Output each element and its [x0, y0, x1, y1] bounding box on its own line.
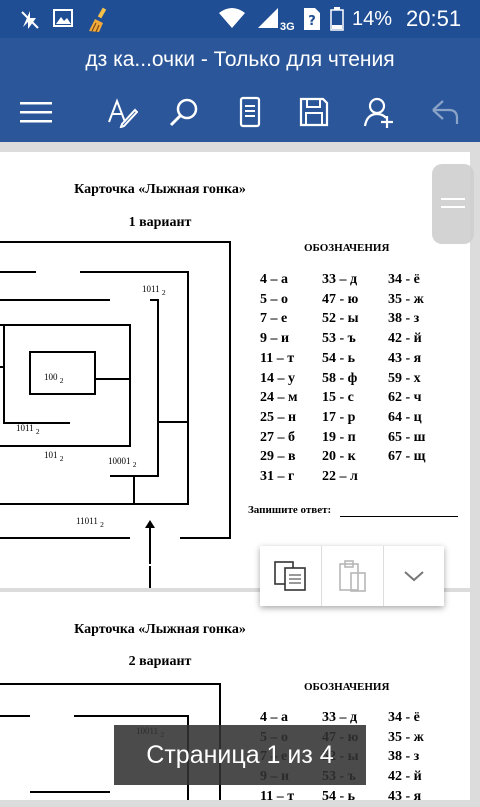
legend-entry: 24 – м — [260, 390, 298, 406]
image-icon — [52, 7, 74, 35]
wifi-icon — [218, 7, 246, 35]
copy-icon[interactable] — [260, 546, 320, 606]
legend-entry: 15 - с — [322, 390, 354, 406]
answer-line[interactable] — [340, 516, 458, 517]
maze-label-100: 100 2 — [44, 372, 64, 385]
legend-row: 11 – т 54 - ь 43 - я — [260, 349, 425, 369]
legend-entry: 53 - ъ — [322, 331, 356, 347]
legend-entry: 47 - ю — [322, 291, 359, 307]
flash-off-icon — [20, 7, 42, 37]
maze-label-10001: 10001 2 — [108, 456, 137, 469]
legend-row: 7 – е 52 - ы 38 - з — [260, 309, 425, 329]
legend-entry: 54 - ь — [322, 350, 356, 366]
legend-entry: 27 – б — [260, 429, 295, 445]
legend-row: 24 – м 15 - с 62 - ч — [260, 388, 425, 408]
document-title: дз ка...очки - Только для чтения — [85, 48, 395, 71]
legend-entry: 35 - ж — [388, 291, 424, 307]
legend-entry: 20 - к — [322, 449, 356, 465]
maze-label-11011: 11011 2 — [76, 516, 104, 529]
legend-row: 31 – г 22 – л — [260, 467, 425, 487]
legend-entry: 19 - п — [322, 429, 356, 445]
maze-diagram — [0, 241, 231, 588]
cleaner-broom-icon — [86, 7, 112, 39]
maze-label-1011-top: 1011 2 — [142, 284, 166, 297]
legend-entry: 58 - ф — [322, 370, 358, 386]
signal-icon — [256, 7, 280, 35]
chevron-down-icon[interactable] — [384, 546, 444, 606]
paste-icon[interactable] — [322, 546, 382, 606]
legend-entry: 11 – т — [260, 788, 295, 804]
legend-entry: 42 - й — [388, 769, 422, 785]
legend-entry: 17 - р — [322, 409, 356, 425]
legend-entry: 4 – а — [260, 710, 288, 725]
clock: 20:51 — [406, 6, 462, 31]
app-bar: дз ка...очки - Только для чтения — [0, 38, 480, 142]
legend-entry: 25 – н — [260, 409, 297, 425]
legend-entry: 64 - ц — [388, 409, 422, 425]
variant-label: 1 вариант — [128, 215, 192, 230]
card-title-2: Карточка «Лыжная гонка» — [74, 622, 246, 637]
legend-entry: 5 – о — [260, 291, 288, 307]
legend-entry: 34 - ё — [388, 710, 420, 725]
sim-unknown-icon: ? — [303, 7, 321, 37]
network-type: 3G — [280, 21, 295, 33]
legend-row: 9 – и 53 - ъ 42 - й — [260, 329, 425, 349]
legend-entry: 59 - х — [388, 370, 421, 386]
legend-entry: 7 – е — [260, 311, 288, 327]
legend-entry: 38 - з — [388, 311, 420, 327]
legend-entry: 33 – д — [322, 272, 358, 287]
save-icon[interactable] — [292, 90, 336, 134]
document-page-1: Карточка «Лыжная гонка» 1 вариант ОБОЗНА… — [0, 152, 470, 588]
battery-level: 14% — [352, 8, 393, 30]
page-indicator-toast: Страница 1 из 4 — [114, 725, 366, 785]
legend-entry: 43 - я — [388, 788, 422, 804]
legend-entry: 54 - ь — [322, 788, 356, 804]
legend-entry: 29 – в — [260, 449, 296, 465]
search-icon[interactable] — [162, 90, 206, 134]
legend-entry: 52 - ы — [322, 311, 359, 327]
menu-icon[interactable] — [14, 90, 58, 134]
edit-text-icon[interactable] — [100, 90, 144, 134]
legend-entry: 67 - щ — [388, 449, 426, 465]
legend-entry: 34 - ё — [388, 272, 420, 287]
legend-entry: 42 - й — [388, 331, 422, 347]
legend-row: 4 – а 33 – д 34 - ё — [260, 270, 425, 290]
legend-entry: 35 - ж — [388, 729, 424, 745]
mobile-view-icon[interactable] — [228, 90, 272, 134]
legend-row: 14 – у 58 - ф 59 - х — [260, 369, 425, 389]
undo-icon[interactable] — [422, 90, 466, 134]
legend-entry: 11 – т — [260, 350, 295, 366]
legend-row: 4 – а 33 – д 34 - ё — [260, 708, 424, 728]
answer-label: Запишите ответ: — [248, 504, 332, 516]
legend-entry: 4 – а — [260, 272, 288, 287]
legend-row: 25 – н 17 - р 64 - ц — [260, 408, 425, 428]
legend-entry: 31 – г — [260, 469, 295, 485]
legend-entry: 14 – у — [260, 370, 295, 386]
legend-entry: 9 – и — [260, 331, 290, 347]
maze-label-1011-left: 1011 2 — [16, 423, 40, 436]
legend-title: ОБОЗНАЧЕНИЯ — [304, 242, 390, 254]
legend-row: 27 – б 19 - п 65 - ш — [260, 428, 425, 448]
legend-row: 11 – т 54 - ь 43 - я — [260, 787, 424, 807]
card-title: Карточка «Лыжная гонка» — [74, 182, 246, 197]
maze-label-101: 101 2 — [44, 450, 64, 463]
legend-entry: 22 – л — [322, 469, 358, 485]
legend-entry: 62 - ч — [388, 390, 422, 406]
legend-entry: 43 - я — [388, 350, 422, 366]
share-user-icon[interactable] — [358, 90, 402, 134]
variant-label-2: 2 вариант — [128, 654, 192, 669]
legend-entry: 38 - з — [388, 749, 420, 765]
context-popup — [260, 546, 444, 606]
svg-text:?: ? — [308, 14, 316, 29]
battery-icon — [330, 7, 344, 37]
scroll-handle[interactable] — [432, 164, 474, 244]
legend-title-2: ОБОЗНАЧЕНИЯ — [304, 681, 390, 693]
legend-entry: 65 - ш — [388, 429, 426, 445]
legend-row: 29 – в 20 - к 67 - щ — [260, 447, 425, 467]
status-bar: 3G ? 14% 20:51 — [0, 0, 480, 38]
legend-entry: 33 – д — [322, 710, 358, 725]
legend-row: 5 – о 47 - ю 35 - ж — [260, 290, 425, 310]
